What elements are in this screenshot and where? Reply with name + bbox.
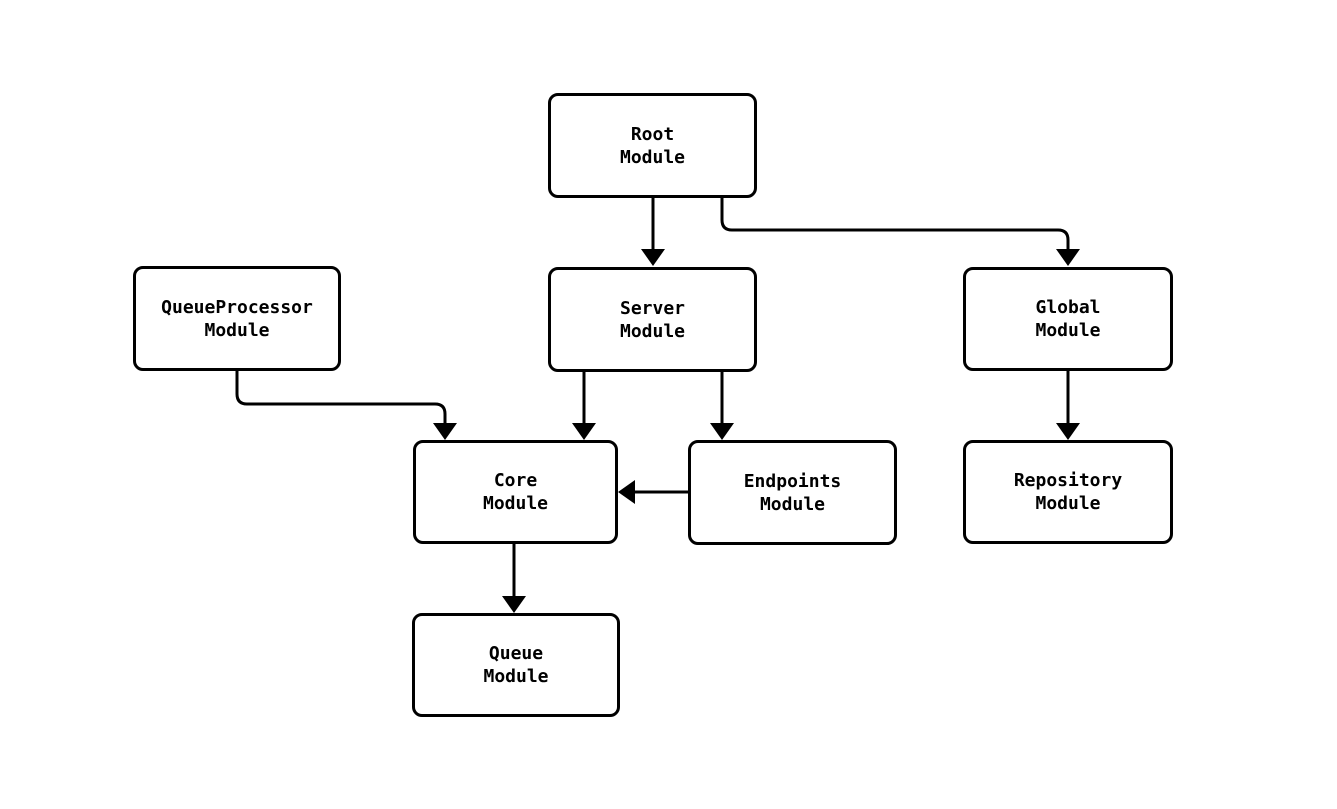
node-repository-module: Repository Module — [963, 440, 1173, 544]
edge-server-to-core — [572, 372, 596, 440]
node-server-module: Server Module — [548, 267, 757, 372]
node-queueprocessor-module: QueueProcessor Module — [133, 266, 341, 371]
edge-root-to-server — [641, 198, 665, 266]
arrowhead-icon — [433, 423, 457, 440]
arrowhead-icon — [1056, 423, 1080, 440]
node-label: Core Module — [482, 470, 549, 514]
node-label: Endpoints Module — [743, 470, 842, 515]
edge-line — [235, 371, 447, 425]
node-global-module: Global Module — [963, 267, 1173, 371]
edge-server-to-endpoints — [710, 372, 734, 440]
arrowhead-icon — [618, 480, 635, 504]
arrowhead-icon — [1056, 249, 1080, 266]
edge-line — [720, 198, 1070, 251]
edge-root-to-global — [720, 198, 1080, 266]
arrowhead-icon — [710, 423, 734, 440]
edge-global-to-repository — [1056, 371, 1080, 440]
edge-endpoints-to-core — [618, 480, 688, 504]
node-label: Queue Module — [483, 643, 549, 687]
arrowhead-icon — [572, 423, 596, 440]
node-label: QueueProcessor Module — [161, 296, 313, 341]
node-label: Root Module — [619, 123, 686, 168]
arrowhead-icon — [641, 249, 665, 266]
node-root-module: Root Module — [548, 93, 757, 198]
edge-queueprocessor-to-core — [235, 371, 457, 440]
node-endpoints-module: Endpoints Module — [688, 440, 897, 545]
node-queue-module: Queue Module — [412, 613, 620, 717]
edge-core-to-queue — [502, 544, 526, 613]
arrowhead-icon — [502, 596, 526, 613]
node-label: Global Module — [1035, 297, 1101, 341]
node-label: Repository Module — [1013, 470, 1123, 514]
node-core-module: Core Module — [413, 440, 618, 544]
node-label: Server Module — [619, 297, 686, 342]
